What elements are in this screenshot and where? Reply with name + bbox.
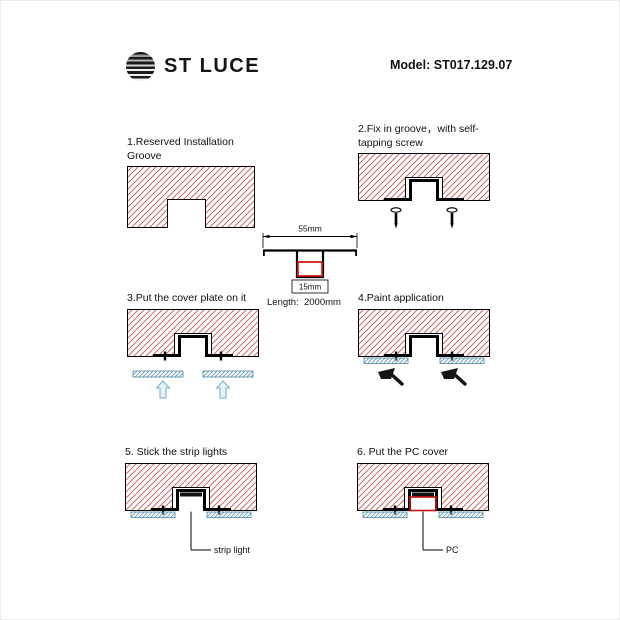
screw-mark [219, 351, 223, 361]
screw-icon [446, 207, 458, 229]
cover-plate [439, 357, 485, 364]
mounting-profile [383, 488, 463, 511]
leader-line [422, 511, 443, 551]
pc-cover-highlight [297, 261, 323, 277]
cover-plate [132, 370, 184, 378]
leader-line [190, 511, 211, 551]
depth-dimension-label: 15mm [299, 283, 322, 292]
step-6-title: 6. Put the PC cover [357, 446, 449, 458]
screw-icon [390, 207, 402, 229]
depth-label-box [291, 279, 329, 294]
screw-mark [449, 505, 453, 515]
mounting-profile [384, 179, 464, 202]
step-6-drawing: PC [357, 462, 489, 555]
wall-block [358, 308, 490, 357]
dimension-line [262, 233, 358, 248]
wall-block [127, 308, 259, 357]
paint-knife-icon [378, 367, 404, 386]
model-label: Model: ST017.129.07 [390, 58, 513, 72]
step-3-title: 3.Put the cover plate on it [127, 292, 247, 304]
strip-light-mark [412, 492, 434, 497]
cover-plate [130, 511, 176, 518]
profile-cross-section: 55mm 15mm [262, 224, 358, 294]
step-1-drawing [127, 166, 255, 229]
step-4-drawing [358, 308, 490, 386]
step-2-drawing [358, 153, 490, 229]
wall-block [358, 153, 490, 202]
step-6-panel: 6. Put the PC cover PC [357, 446, 521, 563]
cover-plate [202, 370, 254, 378]
strip-light-mark [180, 492, 202, 497]
step-5-drawing: strip light [125, 462, 257, 555]
up-arrow-icon [215, 379, 231, 399]
screw-mark [450, 351, 454, 361]
step-2-title: 2.Fix in groove，with self-tapping screw [358, 123, 479, 149]
up-arrow-icon [155, 379, 171, 399]
step-1-title: 1.Reserved Installation Groove [127, 136, 234, 162]
cover-plate [438, 511, 484, 518]
pc-cover [409, 495, 437, 511]
mounting-profile [153, 334, 233, 357]
step-4-panel: 4.Paint application [358, 292, 498, 391]
strip-light-callout: strip light [214, 545, 251, 555]
screw-mark [161, 505, 165, 515]
cover-plate [206, 511, 252, 518]
screw-mark [217, 505, 221, 515]
wall-block [357, 462, 489, 511]
stluce-logo-icon [126, 52, 155, 81]
step-4-title: 4.Paint application [358, 292, 444, 304]
step-3-panel: 3.Put the cover plate on it [127, 292, 263, 401]
mounting-profile [384, 334, 464, 357]
brand-header: ST LUCE [126, 52, 260, 81]
screw-mark [394, 351, 398, 361]
profile-outline [262, 249, 357, 279]
brand-name: ST LUCE [164, 55, 261, 77]
step-2-panel: 2.Fix in groove，with self-tapping screw [358, 123, 508, 233]
width-dimension-label: 55mm [298, 224, 322, 234]
pc-callout: PC [446, 545, 459, 555]
step-5-panel: 5. Stick the strip lights strip light [125, 446, 289, 563]
mounting-profile [151, 488, 231, 511]
step-1-panel: 1.Reserved Installation Groove [127, 136, 261, 230]
cover-plate [362, 511, 408, 518]
screw-mark [393, 505, 397, 515]
cover-plate [363, 357, 409, 364]
paint-knife-icon [441, 367, 467, 386]
wall-block [125, 462, 257, 511]
profile-dimension-panel: 55mm 15mm Length: 2000mm [255, 222, 377, 308]
length-label: Length: 2000mm [267, 297, 341, 308]
step-3-drawing [127, 308, 259, 399]
screw-mark [163, 351, 167, 361]
wall-block [127, 166, 255, 229]
step-5-title: 5. Stick the strip lights [125, 446, 228, 458]
